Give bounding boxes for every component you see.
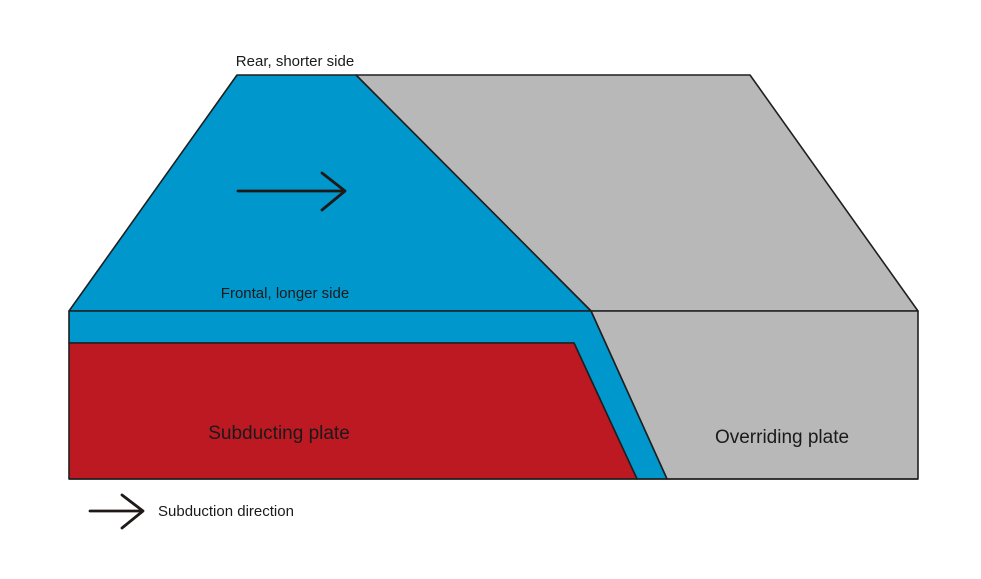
subducting-plate-body	[68, 342, 638, 480]
right-arrow-icon	[236, 171, 347, 212]
subducting-plate-label: Subducting plate	[208, 423, 350, 444]
overriding-plate-label: Overriding plate	[715, 427, 849, 448]
legend-subduction-direction-label: Subduction direction	[158, 503, 294, 520]
rear-side-label: Rear, shorter side	[236, 53, 354, 70]
frontal-side-label: Frontal, longer side	[221, 285, 349, 302]
right-arrow-icon	[88, 493, 145, 530]
